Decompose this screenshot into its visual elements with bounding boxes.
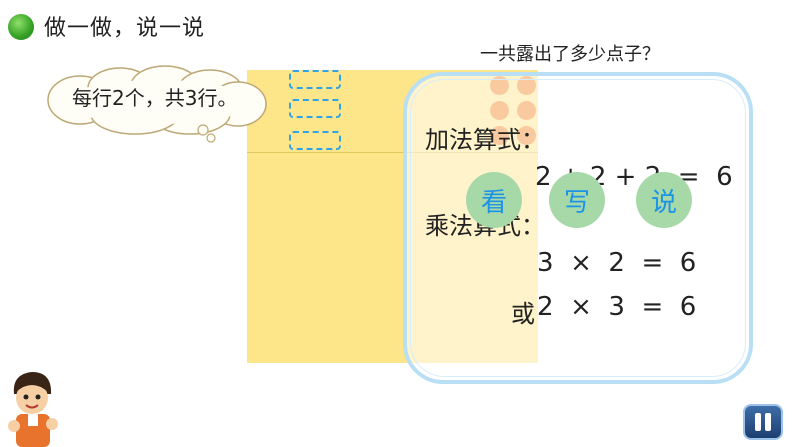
- speech-text: 每行2个，共3行。: [72, 86, 238, 110]
- pause-bar-icon: [765, 413, 771, 431]
- answer-frame-inner: [410, 79, 746, 377]
- pause-button[interactable]: [743, 404, 783, 440]
- dashed-slot[interactable]: [289, 70, 341, 89]
- answer-frame: [403, 72, 753, 384]
- pause-bar-icon: [755, 413, 761, 431]
- page-title: 做一做，说一说: [44, 16, 206, 41]
- thought-trail-icon: [197, 124, 216, 143]
- multiplication-formula-2: 2 × 3 = 6: [537, 292, 697, 322]
- boy-character-icon: [8, 372, 58, 447]
- dashed-slot[interactable]: [289, 131, 341, 150]
- addition-label: 加法算式：: [425, 126, 545, 154]
- header-bullet-icon: [8, 14, 34, 40]
- multiplication-formula-1: 3 × 2 = 6: [537, 248, 697, 278]
- question-text: 一共露出了多少点子？: [480, 44, 660, 65]
- dashed-slot[interactable]: [289, 99, 341, 118]
- or-label: 或: [511, 300, 535, 328]
- say-button[interactable]: 说: [636, 172, 692, 228]
- thought-cloud-icon: [47, 65, 267, 135]
- write-button[interactable]: 写: [549, 172, 605, 228]
- look-button[interactable]: 看: [466, 172, 522, 228]
